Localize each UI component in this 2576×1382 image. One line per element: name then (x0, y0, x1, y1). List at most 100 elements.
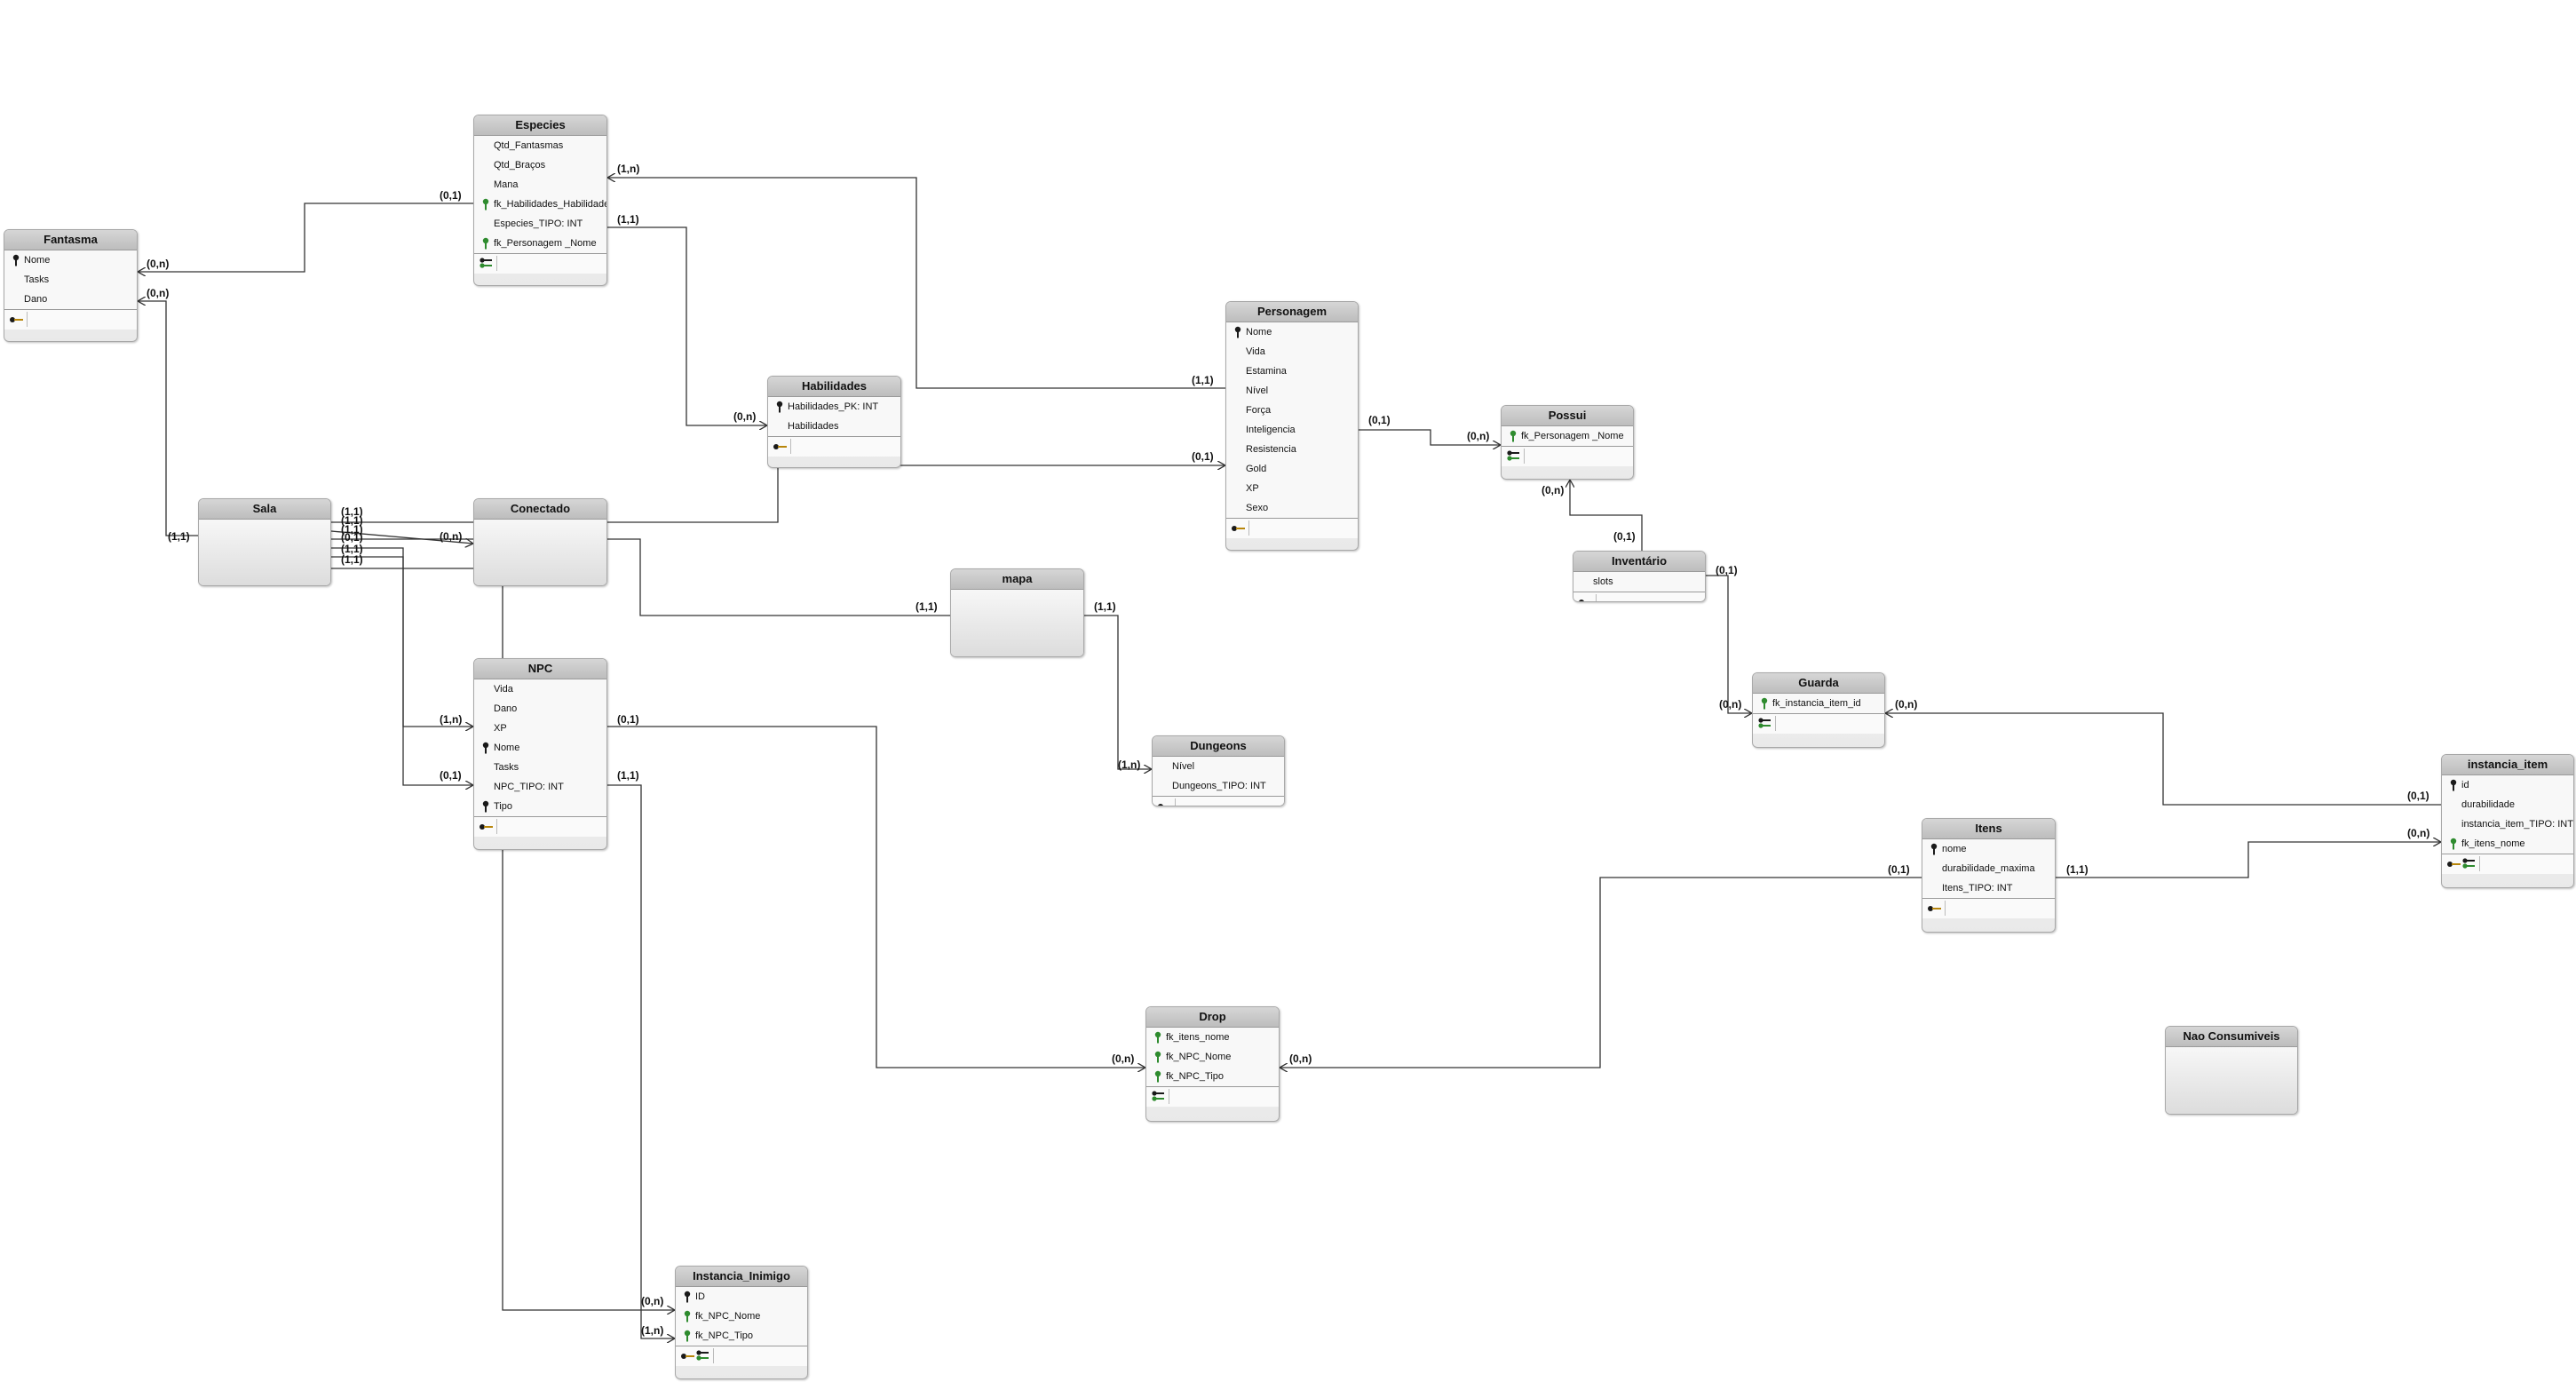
attribute-row[interactable]: Habilidades_PK: INT (768, 397, 900, 417)
entity-conectado[interactable]: Conectado (473, 498, 607, 586)
entity-title: NPC (474, 659, 606, 679)
attribute-label: XP (1246, 483, 1259, 494)
attribute-row[interactable]: Itens_TIPO: INT (1922, 878, 2055, 898)
attribute-row[interactable]: Vida (1226, 342, 1358, 361)
attribute-label: Nome (24, 255, 51, 266)
attribute-row[interactable]: Força (1226, 401, 1358, 420)
attribute-row[interactable]: Inteligencia (1226, 420, 1358, 440)
attribute-row[interactable]: Nome (1226, 322, 1358, 342)
attribute-row[interactable]: Sexo (1226, 498, 1358, 518)
rel-sala-conectado (330, 530, 473, 544)
foreign-key-icon (683, 1310, 692, 1322)
attribute-label: XP (494, 723, 507, 734)
attribute-row[interactable]: Estamina (1226, 361, 1358, 381)
foreign-key-icon (1760, 697, 1769, 710)
attribute-row[interactable]: Dungeons_TIPO: INT (1153, 776, 1284, 796)
attribute-row[interactable]: fk_itens_nome (2442, 834, 2573, 854)
index-section (1226, 518, 1358, 538)
attribute-row[interactable]: instancia_item_TIPO: INT (2442, 814, 2573, 834)
attribute-row[interactable]: fk_instancia_item_id (1753, 694, 1884, 713)
entity-title: Dungeons (1153, 736, 1284, 757)
attribute-row[interactable]: durabilidade (2442, 795, 2573, 814)
attribute-row[interactable]: Habilidades (768, 417, 900, 436)
entity-body (199, 520, 330, 585)
attribute-row[interactable]: slots (1573, 572, 1705, 592)
attribute-row[interactable]: fk_itens_nome (1146, 1028, 1279, 1047)
entity-nao-consumiveis[interactable]: Nao Consumiveis (2165, 1026, 2298, 1115)
attribute-row[interactable]: Nome (4, 250, 137, 270)
attribute-row[interactable]: XP (1226, 479, 1358, 498)
entity-sala[interactable]: Sala (198, 498, 331, 586)
index-key-icons (1575, 594, 1597, 601)
attribute-row[interactable]: fk_NPC_Nome (1146, 1047, 1279, 1067)
attribute-row[interactable]: fk_NPC_Tipo (1146, 1067, 1279, 1086)
attribute-row[interactable]: Mana (474, 175, 606, 195)
attribute-row[interactable]: Especies_TIPO: INT (474, 214, 606, 234)
attribute-row[interactable]: fk_Personagem _Nome (1502, 426, 1633, 446)
cardinality-label: (0,n) (641, 1295, 664, 1307)
rel-itens-drop (1280, 877, 1922, 1068)
attribute-row[interactable]: Nome (474, 738, 606, 758)
attribute-row[interactable]: durabilidade_maxima (1922, 859, 2055, 878)
attribute-row[interactable]: Nível (1153, 757, 1284, 776)
rel-npc-inimigo (607, 784, 675, 1338)
index-key-icons (1924, 901, 1946, 916)
cardinality-label: (1,1) (2066, 863, 2089, 876)
attribute-row[interactable]: Vida (474, 679, 606, 699)
attribute-row[interactable]: ID (676, 1287, 807, 1307)
key-icon (1927, 901, 1942, 915)
attribute-label: fk_NPC_Nome (695, 1311, 761, 1322)
attribute-row[interactable]: fk_NPC_Nome (676, 1307, 807, 1326)
attribute-label: fk_NPC_Tipo (1166, 1071, 1225, 1082)
attribute-row[interactable]: Tasks (474, 758, 606, 777)
index-key-icons (678, 1348, 714, 1363)
attribute-row[interactable]: Gold (1226, 459, 1358, 479)
cardinality-label: (0,1) (1888, 863, 1910, 876)
rel-sala-mapa (331, 538, 950, 616)
entity-title: Conectado (474, 499, 606, 520)
attribute-row[interactable]: nome (1922, 839, 2055, 859)
foreign-key-icon (1151, 1090, 1166, 1103)
attribute-row[interactable]: id (2442, 775, 2573, 795)
attribute-row[interactable]: Qtd_Braços (474, 155, 606, 175)
entity-body (951, 590, 1083, 656)
attribute-row[interactable]: fk_Habilidades_Habilidades_PK: INT (474, 195, 606, 214)
attribute-row[interactable]: Tasks (4, 270, 137, 290)
attribute-row[interactable]: NPC_TIPO: INT (474, 777, 606, 797)
index-section (4, 309, 137, 330)
entity-title: Inventário (1573, 552, 1705, 572)
primary-key-icon (683, 1291, 692, 1303)
attribute-row[interactable]: Resistencia (1226, 440, 1358, 459)
key-icon (1231, 521, 1246, 535)
attribute-row[interactable]: fk_Personagem _Nome (474, 234, 606, 253)
cardinality-label: (0,1) (1368, 414, 1391, 426)
attribute-row[interactable]: Qtd_Fantasmas (474, 136, 606, 155)
entity-mapa[interactable]: mapa (950, 568, 1084, 657)
attribute-row[interactable]: Dano (4, 290, 137, 309)
cardinality-label: (0,1) (2407, 790, 2429, 802)
attribute-row[interactable]: Tipo (474, 797, 606, 816)
attribute-label: fk_Habilidades_Habilidades_PK: INT (494, 199, 606, 210)
cardinality-label: (0,n) (1719, 698, 1742, 711)
attribute-row[interactable]: Nível (1226, 381, 1358, 401)
attribute-row[interactable]: XP (474, 719, 606, 738)
attribute-row[interactable]: Dano (474, 699, 606, 719)
attribute-row[interactable]: fk_NPC_Tipo (676, 1326, 807, 1346)
attribute-label: Nome (494, 743, 520, 753)
index-key-icons (476, 819, 497, 834)
